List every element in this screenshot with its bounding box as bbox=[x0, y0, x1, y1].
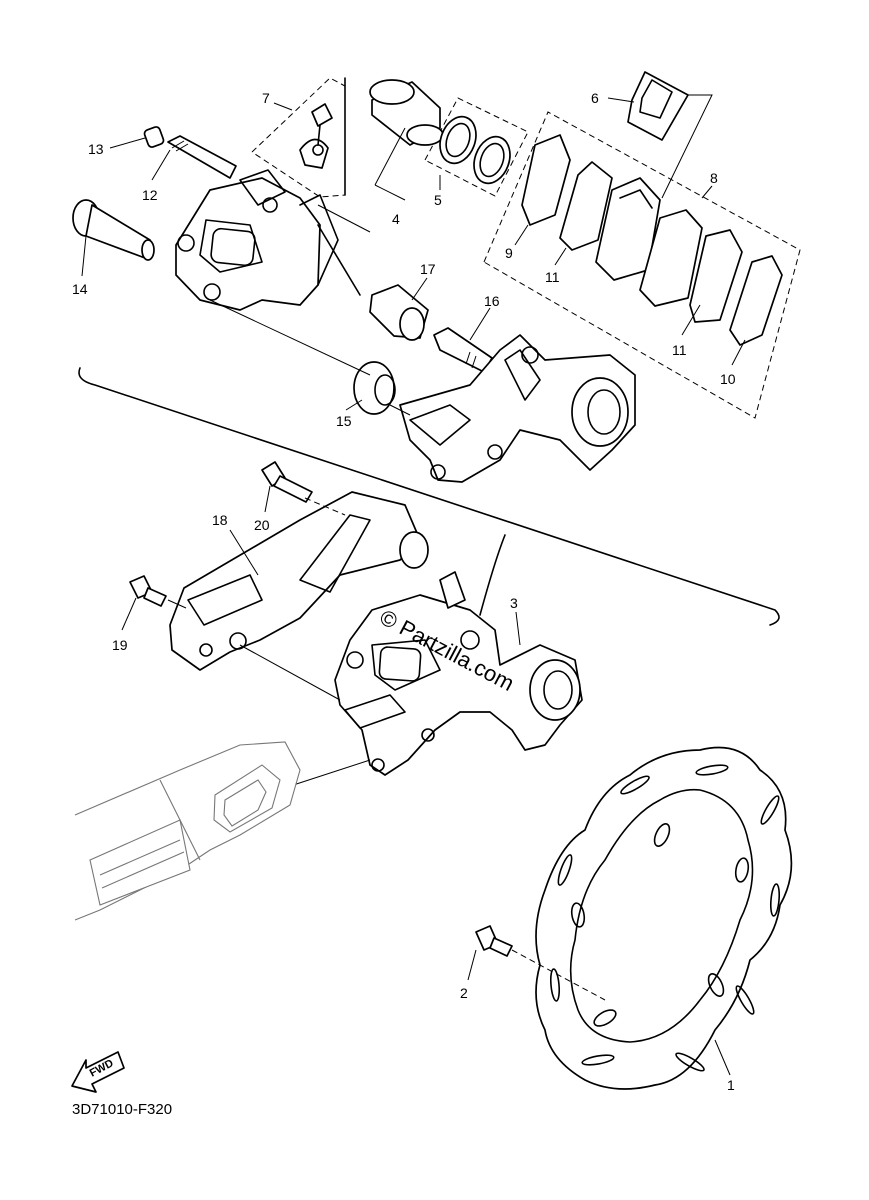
bolt-19 bbox=[129, 575, 167, 607]
callout-1: 1 bbox=[714, 1039, 735, 1093]
callout-label: 4 bbox=[392, 211, 400, 227]
callout-17: 17 bbox=[411, 261, 436, 301]
sleeve-17 bbox=[369, 284, 429, 341]
group-box-8 bbox=[483, 111, 801, 419]
callout-3: 3 bbox=[510, 595, 521, 646]
bolt-16 bbox=[433, 327, 493, 373]
pad-spring-6 bbox=[627, 71, 689, 141]
callout-label: 7 bbox=[262, 90, 270, 106]
callout-label: 3 bbox=[510, 595, 518, 611]
callout-label: 5 bbox=[434, 192, 442, 208]
callout-15: 15 bbox=[336, 399, 363, 429]
bleeder-screw bbox=[299, 103, 333, 169]
caliper-body-upper bbox=[175, 77, 361, 311]
callout-10: 10 bbox=[720, 339, 746, 387]
callout-11a: 11 bbox=[545, 247, 567, 285]
diagram-code: 3D71010-F320 bbox=[72, 1101, 172, 1118]
callout-14: 14 bbox=[72, 235, 88, 297]
callout-6: 6 bbox=[591, 90, 713, 199]
boot-15 bbox=[353, 361, 396, 415]
callout-label: 11 bbox=[672, 342, 687, 358]
callout-8: 8 bbox=[701, 170, 718, 199]
piston-seals-5 bbox=[439, 115, 511, 185]
callout-18: 18 bbox=[212, 512, 259, 576]
caliper-assembly-3 bbox=[334, 571, 583, 776]
callout-label: 14 bbox=[72, 281, 88, 297]
section-separator bbox=[78, 367, 780, 626]
callout-label: 17 bbox=[420, 261, 436, 277]
callout-label: 16 bbox=[484, 293, 500, 309]
callout-5: 5 bbox=[434, 175, 442, 208]
swingarm-outline bbox=[74, 741, 301, 921]
callout-19: 19 bbox=[112, 597, 137, 653]
callout-7: 7 bbox=[262, 90, 293, 111]
callout-20: 20 bbox=[254, 485, 271, 533]
callout-label: 9 bbox=[505, 245, 513, 261]
callout-16: 16 bbox=[469, 293, 500, 341]
rubber-cap-13 bbox=[143, 126, 165, 148]
callout-12: 12 bbox=[142, 149, 171, 203]
caliper-bracket-upper bbox=[399, 334, 636, 483]
callout-11b: 11 bbox=[672, 304, 701, 358]
callout-label: 2 bbox=[460, 985, 468, 1001]
callout-label: 20 bbox=[254, 517, 270, 533]
callout-label: 19 bbox=[112, 637, 128, 653]
callout-label: 18 bbox=[212, 512, 228, 528]
callout-2: 2 bbox=[460, 949, 477, 1001]
callout-label: 10 bbox=[720, 371, 736, 387]
piston-4 bbox=[369, 79, 444, 146]
callout-label: 6 bbox=[591, 90, 599, 106]
brake-pads-set bbox=[521, 134, 783, 346]
callout-13: 13 bbox=[88, 137, 146, 157]
callout-label: 15 bbox=[336, 413, 352, 429]
callout-label: 1 bbox=[727, 1077, 735, 1093]
callout-label: 8 bbox=[710, 170, 718, 186]
upper-leader-lines bbox=[209, 204, 411, 416]
callout-label: 11 bbox=[545, 269, 560, 285]
pin-14 bbox=[72, 199, 155, 261]
callout-label: 12 bbox=[142, 187, 158, 203]
callout-label: 13 bbox=[88, 141, 104, 157]
bolt-20 bbox=[261, 461, 313, 503]
callout-9: 9 bbox=[505, 224, 529, 261]
fwd-arrow-icon: FWD bbox=[71, 1051, 125, 1093]
brake-disc-1 bbox=[535, 746, 793, 1090]
pin-bolt-12 bbox=[167, 135, 237, 179]
disc-bolt-2 bbox=[475, 925, 606, 1001]
group-box-7 bbox=[251, 77, 346, 198]
callout-4: 4 bbox=[374, 127, 406, 227]
caliper-mount-18 bbox=[169, 491, 429, 671]
